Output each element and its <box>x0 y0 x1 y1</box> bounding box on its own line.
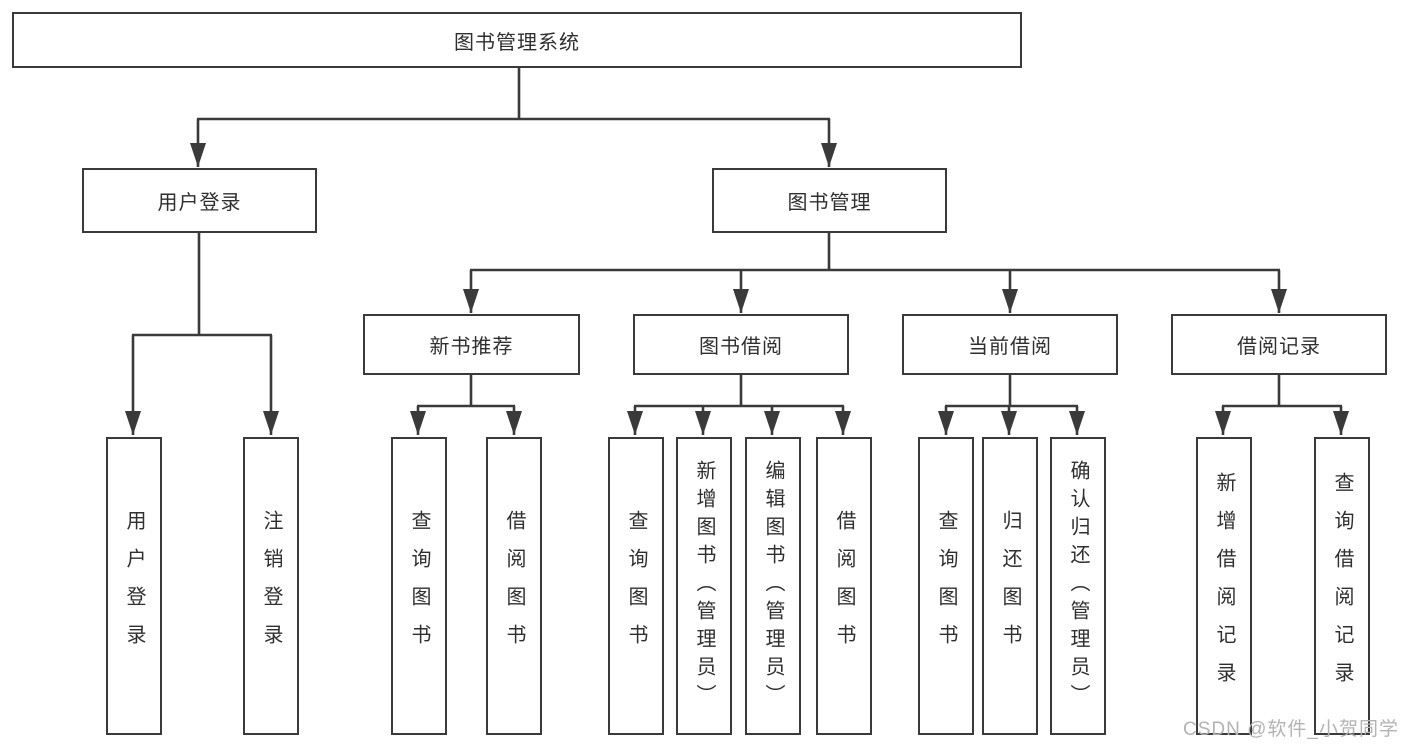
leaf-label: 查询图书 <box>625 510 647 662</box>
leaf-label: 借阅图书 <box>833 510 855 662</box>
leaf-query-books-current: 查询图书 <box>918 437 974 735</box>
node-book-borrow: 图书借阅 <box>633 314 849 375</box>
leaf-label: 查询借阅记录 <box>1331 472 1353 700</box>
leaf-borrow-books: 借阅图书 <box>816 437 872 735</box>
leaf-label: 借阅图书 <box>503 510 525 662</box>
leaf-label: 新增图书（管理员） <box>693 460 715 712</box>
leaf-label: 注销登录 <box>260 510 282 662</box>
leaf-label: 编辑图书（管理员） <box>762 460 784 712</box>
leaf-logout: 注销登录 <box>243 437 299 735</box>
leaf-edit-books-admin: 编辑图书（管理员） <box>745 437 801 735</box>
node-user-login: 用户登录 <box>82 168 317 233</box>
connector-borrow-records-fork <box>1215 375 1349 435</box>
leaf-user-login: 用户登录 <box>106 437 162 735</box>
leaf-label: 新增借阅记录 <box>1213 472 1235 700</box>
leaf-label: 归还图书 <box>999 510 1021 662</box>
leaf-query-books-recommend: 查询图书 <box>391 437 447 735</box>
node-library-management-system: 图书管理系统 <box>12 12 1022 68</box>
connector-new-book-fork <box>410 375 522 435</box>
leaf-query-books-borrow: 查询图书 <box>608 437 664 735</box>
node-new-book-recommend: 新书推荐 <box>363 314 580 375</box>
leaf-label: 查询图书 <box>935 510 957 662</box>
connector-current-borrow-fork <box>938 375 1085 435</box>
leaf-borrow-books-recommend: 借阅图书 <box>486 437 542 735</box>
leaf-label: 确认归还（管理员） <box>1067 460 1089 712</box>
node-current-borrow: 当前借阅 <box>902 314 1118 375</box>
csdn-watermark: CSDN @软件_小贺同学 <box>1183 719 1399 740</box>
leaf-return-books: 归还图书 <box>982 437 1038 735</box>
node-borrow-records: 借阅记录 <box>1171 314 1387 375</box>
leaf-label: 用户登录 <box>123 510 145 662</box>
connector-book-borrow-fork <box>627 375 851 435</box>
leaf-confirm-return-admin: 确认归还（管理员） <box>1050 437 1106 735</box>
leaf-add-borrow-record: 新增借阅记录 <box>1196 437 1252 735</box>
node-book-management: 图书管理 <box>712 168 947 233</box>
connector-root-to-level2 <box>190 68 837 167</box>
leaf-add-books-admin: 新增图书（管理员） <box>676 437 732 735</box>
connector-book-management-fork <box>463 233 1287 313</box>
connector-user-login-fork <box>125 233 279 435</box>
leaf-label: 查询图书 <box>408 510 430 662</box>
leaf-query-borrow-record: 查询借阅记录 <box>1314 437 1370 735</box>
